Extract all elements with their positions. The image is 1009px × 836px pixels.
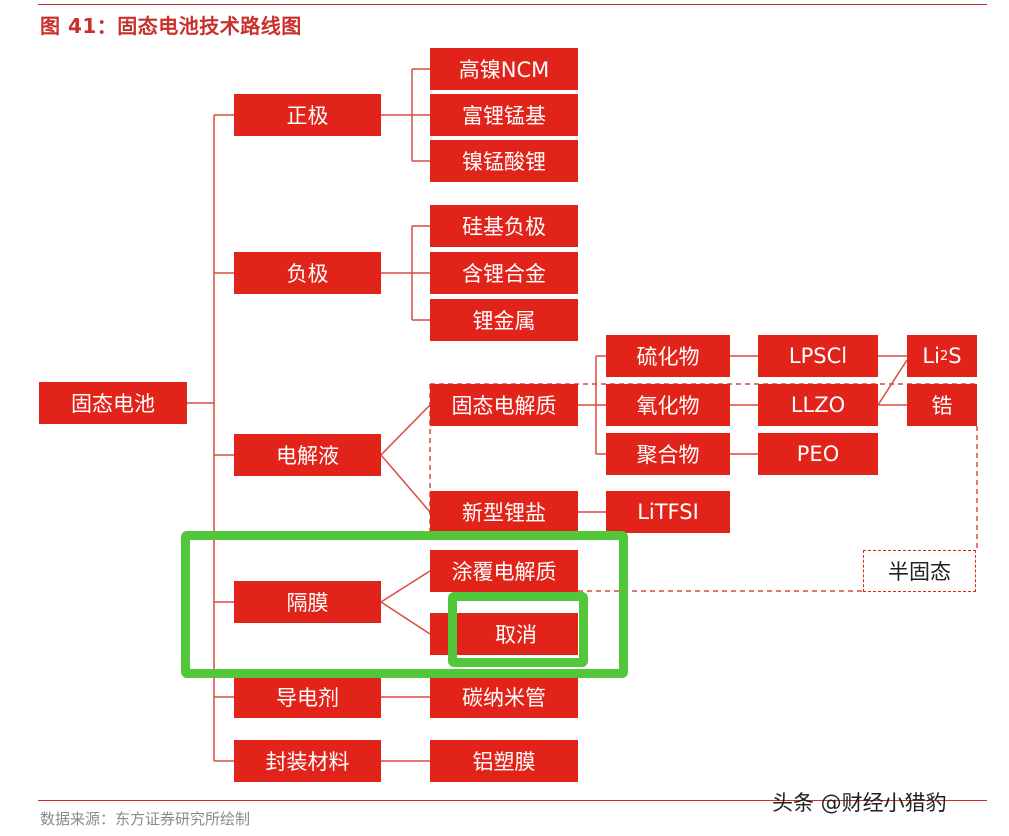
cancel-button[interactable]: 取消 bbox=[461, 613, 571, 655]
cancel-highlight-frame bbox=[448, 592, 588, 667]
li2s-li: Li bbox=[922, 344, 940, 368]
oxide-box: 氧化物 bbox=[606, 384, 730, 426]
solid-electrolyte-box: 固态电解质 bbox=[430, 384, 578, 426]
cathode-item: 富锂锰基 bbox=[430, 94, 578, 136]
cathode-item: 镍锰酸锂 bbox=[430, 140, 578, 182]
coated-electrolyte-box: 涂覆电解质 bbox=[430, 550, 578, 592]
anode-item: 含锂合金 bbox=[430, 252, 578, 294]
source-note: 数据来源：东方证券研究所绘制 bbox=[40, 810, 251, 828]
lpscl-box: LPSCl bbox=[758, 335, 878, 377]
root-solid-state-battery: 固态电池 bbox=[39, 382, 187, 424]
new-lithium-salt-box: 新型锂盐 bbox=[430, 491, 578, 533]
peo-box: PEO bbox=[758, 433, 878, 475]
cathode-item: 高镍NCM bbox=[430, 48, 578, 90]
zirconium-box: 锆 bbox=[907, 384, 977, 426]
carbon-nanotube-box: 碳纳米管 bbox=[430, 676, 578, 718]
anode-box: 负极 bbox=[234, 252, 381, 294]
llzo-box: LLZO bbox=[758, 384, 878, 426]
electrolyte-box: 电解液 bbox=[234, 434, 381, 476]
semi-solid-label: 半固态 bbox=[863, 550, 976, 592]
watermark: 头条 @财经小猎豹 bbox=[772, 791, 947, 815]
li2s-subscript: 2 bbox=[939, 348, 949, 364]
polymer-box: 聚合物 bbox=[606, 433, 730, 475]
separator-box: 隔膜 bbox=[234, 581, 381, 623]
sulfide-box: 硫化物 bbox=[606, 335, 730, 377]
bottom-rule bbox=[38, 800, 987, 801]
top-rule bbox=[38, 4, 987, 5]
cathode-box: 正极 bbox=[234, 94, 381, 136]
packaging-box: 封装材料 bbox=[234, 740, 381, 782]
aluminum-plastic-film-box: 铝塑膜 bbox=[430, 740, 578, 782]
conductive-agent-box: 导电剂 bbox=[234, 676, 381, 718]
anode-item: 锂金属 bbox=[430, 299, 578, 341]
figure-title: 图 41：固态电池技术路线图 bbox=[40, 14, 302, 38]
litfsi-box: LiTFSI bbox=[606, 491, 730, 533]
li2s-s: S bbox=[948, 344, 962, 368]
separator-highlight-frame bbox=[181, 531, 628, 678]
anode-item: 硅基负极 bbox=[430, 205, 578, 247]
